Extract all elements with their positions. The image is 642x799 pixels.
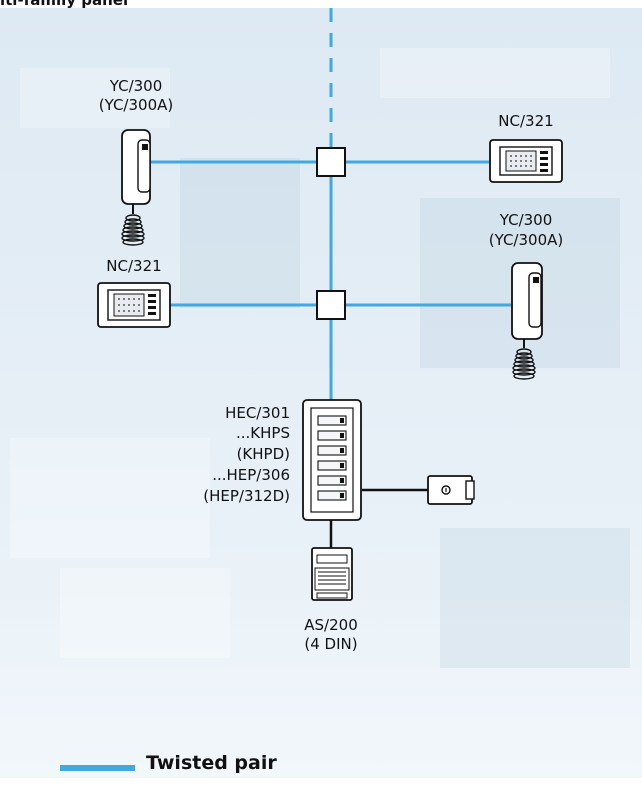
- bg-window: [20, 68, 170, 128]
- monitor-icon-left: [97, 282, 171, 328]
- power-label-1: AS/200: [304, 616, 358, 634]
- panel-label-5: (HEP/312D): [203, 487, 290, 505]
- monitor-left-label: NC/321: [106, 257, 162, 275]
- bg-window: [10, 438, 210, 558]
- door-lock-icon: [427, 475, 475, 505]
- legend-twisted-pair-label: Twisted pair: [146, 752, 277, 774]
- distributor-box-upper: [316, 147, 346, 177]
- panel-label-2: ...KHPS: [236, 424, 290, 442]
- header-text: lti-family panel: [0, 0, 129, 9]
- power-supply-icon: [311, 547, 353, 601]
- bg-wall: [180, 158, 300, 308]
- handset-icon-top: [121, 129, 151, 246]
- bg-wall: [440, 528, 630, 668]
- handset-right-label-2: (YC/300A): [488, 231, 564, 249]
- panel-label-3: (KHPD): [236, 445, 290, 463]
- power-label-2: (4 DIN): [304, 635, 358, 653]
- handset-top-label-1: YC/300: [109, 77, 163, 95]
- handset-right-label-1: YC/300: [499, 211, 553, 229]
- monitor-icon-top: [489, 139, 563, 183]
- monitor-top-label: NC/321: [498, 112, 554, 130]
- legend-twisted-pair-swatch: [60, 765, 135, 771]
- distributor-box-lower: [316, 290, 346, 320]
- panel-label-1: HEC/301: [225, 404, 290, 422]
- panel-label-4: ...HEP/306: [212, 466, 290, 484]
- handset-top-label-2: (YC/300A): [98, 96, 174, 114]
- bg-window: [380, 48, 610, 98]
- entrance-panel-icon: [302, 399, 362, 521]
- bg-window: [60, 568, 230, 658]
- handset-icon-right: [511, 262, 543, 380]
